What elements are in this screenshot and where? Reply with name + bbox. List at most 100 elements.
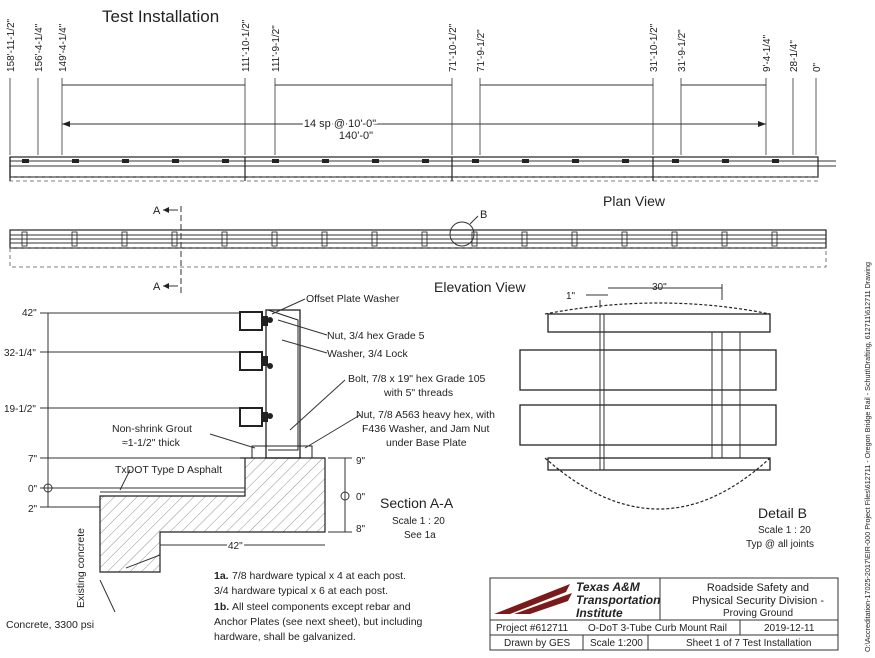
callout-heavy-nut: Nut, 7/8 A563 heavy hex, with: [356, 409, 495, 421]
section-marker-top: A: [153, 205, 161, 217]
elevation-post: [771, 231, 778, 247]
dim-8: 8": [356, 524, 366, 535]
section-scale: Scale 1 : 20: [392, 516, 445, 527]
section-marker-bottom: A: [153, 281, 161, 293]
division-line3: Proving Ground: [723, 608, 793, 619]
top-dim-label: 31'-10-1/2": [649, 23, 660, 72]
division-line2: Physical Security Division -: [692, 595, 824, 607]
elevation-post: [321, 231, 328, 247]
drawing-scale: Scale 1:200: [590, 638, 643, 649]
detail-marker: B: [480, 209, 487, 221]
top-dim-label: 158'-11-1/2": [6, 18, 17, 72]
plan-post: [122, 159, 129, 163]
tti-logo-icon: [494, 584, 572, 614]
note-1a-line2: 3/4 hardware typical x 6 at each post.: [214, 585, 388, 597]
note-1b-line1: All steel components except rebar and: [232, 601, 411, 613]
elevation-view-rail: [9, 229, 827, 268]
elevation-post: [221, 231, 228, 247]
project-number: Project #612711: [496, 623, 569, 634]
note-1a-tag: 1a.: [214, 570, 229, 582]
section-title: Section A-A: [380, 495, 454, 511]
callout-bolt-threads: with 5" threads: [383, 387, 453, 399]
height-32: 32-1/4": [4, 348, 36, 359]
callout-f436-washer: F436 Washer, and Jam Nut: [362, 423, 490, 435]
top-dim-label: 0": [812, 62, 823, 72]
span-label: 14 sp @ 10'-0": [304, 118, 376, 130]
section-right-dims: 9" 0" 8" 42": [160, 456, 366, 554]
height-19: 19-1/2": [4, 404, 36, 415]
top-dim-label: 71'-10-1/2": [448, 23, 459, 72]
height-0: 0": [28, 484, 38, 495]
file-path: O:\Accreditation-17025-2017\EIR-000 Proj…: [863, 262, 872, 652]
detail-title: Detail B: [758, 505, 807, 521]
project-name: O-DoT 3-Tube Curb Mount Rail: [588, 623, 727, 634]
section-heights: 42" 32-1/4" 19-1/2" 7" 0" 2": [4, 308, 240, 515]
plan-post: [672, 159, 679, 163]
detail-b: 1" 30": [519, 282, 777, 510]
top-dim-label: 71'-9-1/2": [476, 29, 487, 72]
drawing-title: Test Installation: [102, 7, 219, 26]
section-see: See 1a: [404, 530, 436, 541]
elevation-post: [471, 231, 478, 247]
division-line1: Roadside Safety and: [707, 582, 809, 594]
elevation-post: [121, 231, 128, 247]
note-1a-line1: 7/8 hardware typical x 4 at each post.: [232, 570, 406, 582]
height-2: 2": [28, 504, 38, 515]
dim-0-right: 0": [356, 492, 366, 503]
plan-post: [22, 159, 29, 163]
plan-post: [472, 159, 479, 163]
drawing-date: 2019-12-11: [764, 623, 815, 634]
elevation-post: [271, 231, 278, 247]
elevation-post: [571, 231, 578, 247]
plan-post: [722, 159, 729, 163]
height-7: 7": [28, 454, 38, 465]
top-dim-label: 149'-4-1/4": [58, 23, 69, 72]
callout-grout: Non-shrink Grout: [112, 423, 192, 435]
detail-note: Typ @ all joints: [746, 539, 814, 550]
elevation-post: [721, 231, 728, 247]
top-dim-label: 111'-10-1/2": [241, 19, 252, 72]
logo-line3: Institute: [576, 606, 623, 620]
note-1b-line2: Anchor Plates (see next sheet), but incl…: [214, 616, 423, 628]
sheet-info: Sheet 1 of 7 Test Installation: [686, 638, 811, 649]
callout-existing-concrete: Existing concrete: [75, 528, 87, 608]
detail-dim-30: 30": [652, 282, 667, 293]
top-dimensions: 158'-11-1/2" 156'-4-1/4" 149'-4-1/4" 111'-1…: [6, 18, 823, 155]
top-dim-label: 28-1/4": [789, 40, 800, 72]
plan-post: [172, 159, 179, 163]
logo-line1: Texas A&M: [576, 580, 641, 594]
callout-concrete-psi: Concrete, 3300 psi: [6, 619, 94, 631]
detail-dim-1: 1": [566, 291, 576, 302]
callout-grout-thick: ≈1-1/2" thick: [122, 437, 181, 449]
callout-lock-washer: Washer, 3/4 Lock: [327, 348, 408, 360]
callout-nut-grade5: Nut, 3/4 hex Grade 5: [327, 330, 425, 342]
elevation-post: [671, 231, 678, 247]
detail-scale: Scale 1 : 20: [758, 525, 811, 536]
plan-post: [622, 159, 629, 163]
callout-base-plate: under Base Plate: [386, 437, 467, 449]
post-assembly: [239, 309, 313, 459]
note-1b-line3: hardware, shall be galvanized.: [214, 631, 356, 643]
callout-bolt: Bolt, 7/8 x 19" hex Grade 105: [348, 373, 486, 385]
title-block: Texas A&M Transportation Institute Roads…: [489, 577, 839, 651]
elevation-post: [171, 231, 178, 247]
plan-post: [272, 159, 279, 163]
drawn-by: Drawn by GES: [504, 638, 570, 649]
concrete-section: [99, 457, 326, 573]
callout-asphalt: TxDOT Type D Asphalt: [115, 464, 222, 476]
plan-post: [522, 159, 529, 163]
callout-offset-washer: Offset Plate Washer: [306, 293, 400, 305]
height-42: 42": [22, 308, 37, 319]
elevation-view-label: Elevation View: [434, 279, 526, 295]
top-dim-label: 31'-9-1/2": [677, 29, 688, 72]
elevation-post: [421, 231, 428, 247]
elevation-post: [21, 231, 28, 247]
elevation-post: [521, 231, 528, 247]
top-dim-label: 9'-4-1/4": [762, 34, 773, 72]
dim-9: 9": [356, 456, 366, 467]
span-total: 140'-0": [339, 130, 373, 142]
top-dim-label: 156'-4-1/4": [34, 23, 45, 72]
dim-42-width: 42": [228, 541, 243, 552]
plan-view-rail: [9, 156, 836, 182]
